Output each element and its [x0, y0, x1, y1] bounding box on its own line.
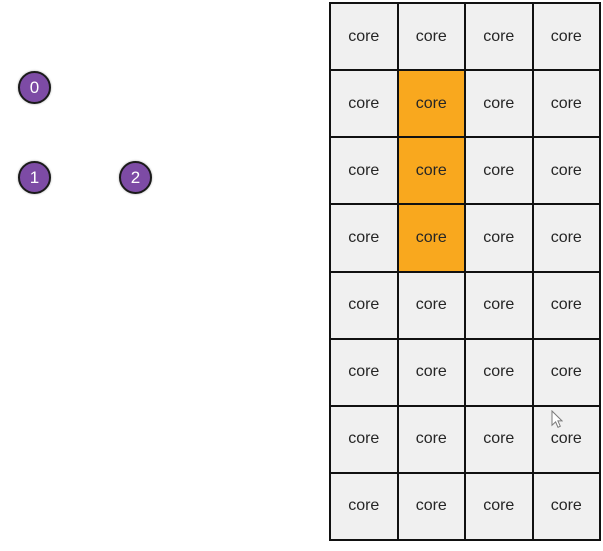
core-cell-label: core: [415, 27, 447, 45]
core-cell-r5-c0: core: [331, 339, 397, 405]
core-cell-r0-c3: core: [533, 4, 599, 70]
core-cell-r2-c3: core: [533, 138, 599, 204]
core-cell-label: core: [415, 161, 447, 179]
core-cell-r3-c2: core: [466, 205, 532, 271]
core-cell-label: core: [348, 296, 380, 314]
core-cell-r0-c2: core: [466, 4, 532, 70]
core-cell-r4-c2: core: [466, 272, 532, 338]
core-cell-r4-c3: core: [533, 272, 599, 338]
core-cell-r2-c1: core: [398, 138, 464, 204]
cursor-arrow-icon: [551, 410, 563, 428]
core-cell-label: core: [483, 363, 515, 381]
core-cell-r6-c3: core: [533, 406, 599, 472]
core-cell-r6-c1: core: [398, 406, 464, 472]
core-cell-r1-c0: core: [331, 71, 397, 137]
core-cell-label: core: [483, 228, 515, 246]
core-cell-r3-c1: core: [398, 205, 464, 271]
core-cell-r0-c1: core: [398, 4, 464, 70]
core-cell-r7-c1: core: [398, 473, 464, 539]
core-cell-label: core: [550, 27, 582, 45]
core-cell-label: core: [483, 497, 515, 515]
core-cell-label: core: [483, 296, 515, 314]
core-cell-r3-c3: core: [533, 205, 599, 271]
core-cell-r4-c0: core: [331, 272, 397, 338]
core-cell-r1-c1: core: [398, 71, 464, 137]
node-2-label: 2: [130, 168, 141, 187]
core-cell-label: core: [415, 363, 447, 381]
core-cell-label: core: [348, 497, 380, 515]
core-cell-label: core: [550, 94, 582, 112]
core-cell-r4-c1: core: [398, 272, 464, 338]
core-cell-r1-c2: core: [466, 71, 532, 137]
core-cell-r0-c0: core: [331, 4, 397, 70]
core-cell-r2-c0: core: [331, 138, 397, 204]
core-cell-r3-c0: core: [331, 205, 397, 271]
core-cell-label: core: [550, 161, 582, 179]
core-cell-label: core: [348, 430, 380, 448]
core-cell-r5-c1: core: [398, 339, 464, 405]
core-cell-r7-c3: core: [533, 473, 599, 539]
core-cell-r2-c2: core: [466, 138, 532, 204]
core-cell-label: core: [348, 228, 380, 246]
core-cell-r5-c3: core: [533, 339, 599, 405]
core-cell-r5-c2: core: [466, 339, 532, 405]
core-cell-label: core: [483, 161, 515, 179]
core-grid: core core core core core core core core core core…: [329, 2, 601, 541]
core-cell-r7-c0: core: [331, 473, 397, 539]
core-cell-label: core: [348, 27, 380, 45]
core-cell-label: core: [550, 430, 582, 448]
core-cell-label: core: [348, 363, 380, 381]
node-1: 1: [18, 161, 51, 194]
core-cell-label: core: [550, 363, 582, 381]
core-cell-label: core: [550, 228, 582, 246]
core-cell-label: core: [415, 228, 447, 246]
core-cell-label: core: [483, 430, 515, 448]
core-cell-label: core: [415, 94, 447, 112]
core-cell-r6-c0: core: [331, 406, 397, 472]
core-cell-label: core: [483, 27, 515, 45]
node-0: 0: [18, 71, 51, 104]
node-0-label: 0: [29, 78, 40, 97]
node-2: 2: [119, 161, 152, 194]
core-cell-r1-c3: core: [533, 71, 599, 137]
core-cell-label: core: [483, 94, 515, 112]
core-cell-label: core: [348, 94, 380, 112]
core-cell-label: core: [550, 296, 582, 314]
core-cell-label: core: [348, 161, 380, 179]
node-1-label: 1: [29, 168, 40, 187]
core-cell-r7-c2: core: [466, 473, 532, 539]
core-cell-label: core: [415, 296, 447, 314]
core-cell-r6-c2: core: [466, 406, 532, 472]
core-cell-label: core: [415, 430, 447, 448]
core-cell-label: core: [550, 497, 582, 515]
core-cell-label: core: [415, 497, 447, 515]
